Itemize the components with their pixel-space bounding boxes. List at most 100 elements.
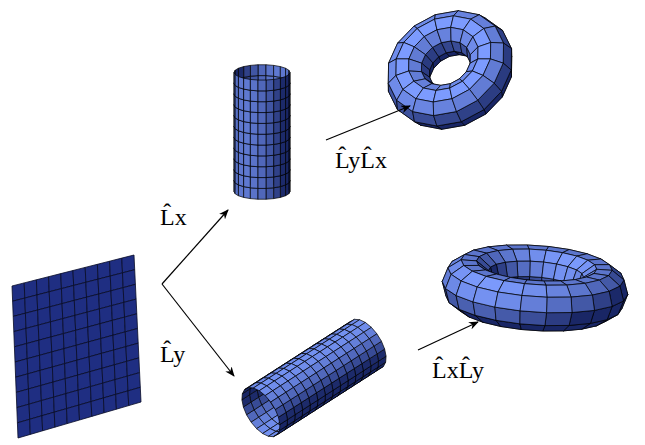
mesh-face xyxy=(250,101,258,112)
mesh-face xyxy=(244,154,251,166)
mesh-face xyxy=(250,79,258,90)
mesh-face xyxy=(244,111,251,123)
mesh-face xyxy=(266,79,274,90)
mesh-face xyxy=(546,285,571,297)
torus xyxy=(388,11,511,130)
mesh-face xyxy=(266,101,274,112)
mesh-face xyxy=(244,65,251,77)
mesh-face xyxy=(91,398,104,416)
mesh-face xyxy=(238,121,243,133)
vertical-cylinder xyxy=(234,65,290,199)
operator-label: L̂yL̂x xyxy=(335,146,387,175)
mesh-face xyxy=(258,156,266,167)
mesh-face xyxy=(244,132,251,144)
mesh-face xyxy=(67,405,80,424)
mesh-face xyxy=(274,65,281,77)
mesh-face xyxy=(545,313,572,326)
mesh-face xyxy=(79,402,92,421)
mesh-face xyxy=(266,144,274,155)
mesh-face xyxy=(266,90,274,101)
mesh-face xyxy=(274,176,281,188)
mesh-face xyxy=(250,112,258,123)
mesh-face xyxy=(238,98,243,110)
mesh-face xyxy=(238,163,243,175)
mesh-face xyxy=(280,98,285,110)
mesh-face xyxy=(238,142,243,154)
mesh-face xyxy=(437,27,451,42)
mesh-face xyxy=(250,155,258,166)
mesh-face xyxy=(266,155,274,166)
mesh-face xyxy=(235,75,238,88)
mesh-face xyxy=(517,261,530,276)
mesh-face xyxy=(258,65,266,76)
horizontal-cylinder xyxy=(242,319,386,436)
mesh-face xyxy=(274,89,281,101)
mesh-face xyxy=(592,291,612,310)
mesh-face xyxy=(274,78,281,90)
mesh-face xyxy=(250,134,258,145)
mesh-face xyxy=(238,131,243,143)
mesh-face xyxy=(271,397,283,409)
mesh-face xyxy=(522,284,547,298)
mesh-face xyxy=(258,123,266,134)
mesh-face xyxy=(547,297,572,313)
mesh-face xyxy=(244,100,251,112)
operator-label: L̂x xyxy=(160,203,187,232)
mesh-face xyxy=(244,89,251,101)
mesh-face xyxy=(30,416,43,435)
mesh-face xyxy=(258,113,266,124)
mesh-face xyxy=(280,87,285,99)
mesh-face xyxy=(103,394,116,412)
mesh-face xyxy=(529,249,546,262)
mesh-face xyxy=(17,419,30,438)
mesh-face xyxy=(258,102,266,113)
mesh-face xyxy=(244,187,251,199)
mesh-face xyxy=(238,132,243,144)
mesh-face xyxy=(452,89,478,111)
mesh-face xyxy=(258,178,266,189)
mesh-face xyxy=(478,42,491,58)
mesh-face xyxy=(238,120,243,132)
mesh-face xyxy=(238,174,243,186)
mesh-face xyxy=(274,100,281,112)
mesh-face xyxy=(42,412,55,431)
mesh-face xyxy=(274,187,281,199)
map-arrow xyxy=(418,322,478,350)
mesh-face xyxy=(280,163,285,175)
mesh-face xyxy=(280,110,285,122)
mesh-face xyxy=(238,77,243,89)
mesh-face xyxy=(520,311,547,326)
mesh-face xyxy=(258,145,266,156)
operator-label: L̂y xyxy=(160,340,185,369)
mesh-face xyxy=(280,121,285,133)
mesh-face xyxy=(266,177,274,188)
mesh-face xyxy=(238,87,243,99)
mesh-face xyxy=(280,131,285,143)
mesh-face xyxy=(258,80,266,91)
mesh-face xyxy=(250,144,258,155)
mesh-face xyxy=(274,122,281,134)
mesh-face xyxy=(520,296,547,313)
mesh-face xyxy=(238,109,243,121)
mesh-face xyxy=(413,99,434,116)
mesh-face xyxy=(280,77,285,89)
mesh-face xyxy=(258,134,266,145)
mesh-face xyxy=(258,188,266,199)
mesh-face xyxy=(280,120,285,132)
mesh-face xyxy=(250,188,258,199)
mesh-face xyxy=(250,177,258,188)
mesh-face xyxy=(238,110,243,122)
mesh-face xyxy=(274,132,281,144)
mesh-face xyxy=(274,111,281,123)
mesh-face xyxy=(238,185,243,197)
mesh-face xyxy=(238,152,243,164)
mesh-face xyxy=(250,65,258,76)
mesh-face xyxy=(258,167,266,178)
mesh-face xyxy=(266,65,274,76)
mesh-face xyxy=(495,292,522,311)
mesh-face xyxy=(250,90,258,101)
mesh-face xyxy=(266,188,274,199)
torus xyxy=(442,245,628,331)
mesh-face xyxy=(128,387,141,405)
mesh-face xyxy=(244,176,251,188)
